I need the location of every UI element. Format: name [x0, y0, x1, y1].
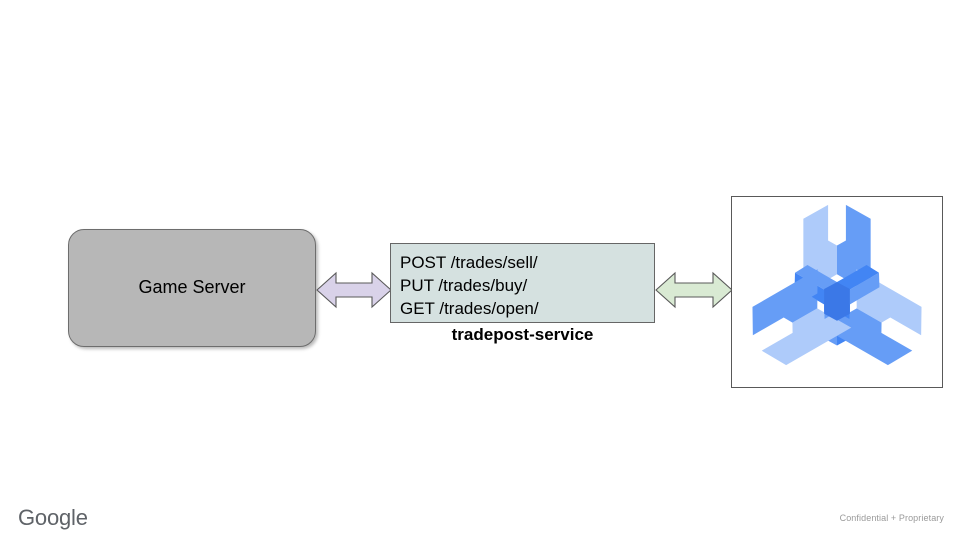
api-endpoint-line: PUT /trades/buy/	[400, 276, 528, 295]
google-wordmark: Google	[18, 505, 88, 530]
confidentiality-notice: Confidential + Proprietary	[839, 513, 944, 523]
wrench-hub-core	[824, 282, 850, 321]
game-server-label: Game Server	[138, 277, 246, 298]
wrench-br-right-face	[752, 269, 818, 336]
wrench-br-left-face	[761, 308, 852, 366]
game-server-node[interactable]: Game Server	[68, 229, 316, 347]
game-server-to-service-connector[interactable]	[316, 266, 392, 314]
double-arrow-shape	[655, 271, 733, 309]
tradepost-service-api-node[interactable]: POST /trades/sell/ PUT /trades/buy/ GET …	[390, 243, 655, 323]
tools-icon-panel[interactable]	[731, 196, 943, 388]
three-wrench-tools-icon	[752, 204, 922, 366]
service-to-tools-connector[interactable]	[655, 266, 733, 314]
api-endpoint-line: GET /trades/open/	[400, 299, 539, 318]
api-endpoint-line: POST /trades/sell/	[400, 253, 538, 272]
service-name-caption: tradepost-service	[451, 325, 594, 344]
double-arrow-shape	[316, 271, 392, 309]
wrench-bl-right-face	[822, 308, 913, 366]
